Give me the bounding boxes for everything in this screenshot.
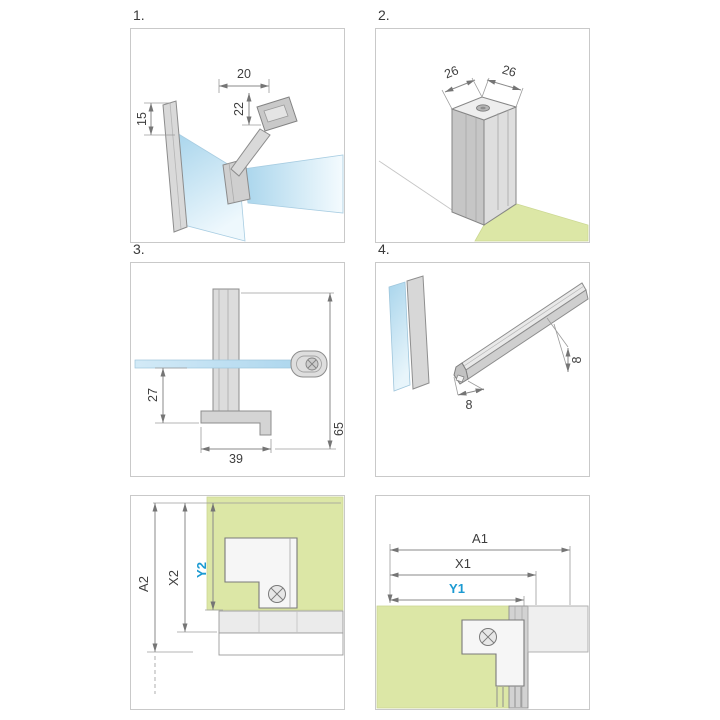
dim-height-label: 65	[332, 422, 344, 436]
dim-mid-label: X1	[455, 556, 471, 571]
dimension-labels: 27 39 65	[146, 388, 344, 466]
wall-section	[527, 605, 589, 653]
dimension-labels: 8 8	[466, 356, 584, 412]
dim-width-label: 26	[442, 63, 460, 81]
seal-strip	[453, 282, 589, 385]
dimension-lines	[387, 544, 571, 606]
plan-view-right-drawing: A1 X1 Y1	[376, 531, 589, 709]
dim-depth-label: 26	[500, 63, 517, 80]
dimension-labels: 20 22 15	[135, 67, 251, 126]
wall-and-glass	[388, 275, 430, 392]
dimension-lines	[155, 292, 336, 453]
dimension-labels: A1 X1 Y1	[449, 531, 488, 596]
wall-section	[218, 610, 344, 656]
dim-total-label: A2	[136, 576, 151, 592]
vertical-profile	[212, 288, 240, 412]
bracket-drawing: 27 39 65	[134, 288, 344, 466]
corner-profile-column	[450, 96, 518, 226]
panel-3: 27 39 65	[130, 262, 345, 477]
dimension-labels: 26 26	[442, 63, 517, 82]
seal-brush-hatch	[496, 687, 522, 707]
panel-2-number: 2.	[378, 7, 390, 23]
panel-4-number: 4.	[378, 241, 390, 257]
plan-view-left-drawing: A2 X2 Y2	[136, 496, 344, 694]
dim-width-label: 20	[237, 67, 251, 81]
dim-base-label: 39	[229, 452, 243, 466]
panel-2: 26 26	[375, 28, 590, 243]
dimension-lines	[147, 502, 341, 694]
dimension-labels: A2 X2 Y2	[136, 562, 209, 592]
glass-panels	[176, 132, 344, 242]
dimension-lines	[144, 79, 270, 136]
dim-mid-label: X2	[166, 570, 181, 586]
dim-inner-label: Y2	[194, 562, 209, 578]
bracket-parts	[134, 288, 328, 436]
corner-joint-drawing: 20 22 15	[135, 67, 344, 242]
panel-6: A1 X1 Y1	[375, 495, 590, 710]
dim-height-label: 15	[135, 112, 149, 126]
panel-5: A2 X2 Y2	[130, 495, 345, 710]
support-arm	[230, 128, 271, 177]
wall-profile	[162, 100, 188, 233]
seal-strip-drawing: 8 8	[388, 275, 589, 412]
seal-groove	[455, 374, 465, 383]
corner-profile-drawing: 26 26	[378, 63, 589, 242]
glass-strip	[134, 359, 296, 369]
profile-cross-section	[224, 537, 298, 609]
wall-profile	[406, 275, 430, 390]
glass-panel	[388, 281, 411, 392]
dim-total-label: A1	[472, 531, 488, 546]
wall-corner-line	[378, 160, 453, 211]
panel-1: 20 22 15	[130, 28, 345, 243]
dim-inner-label: Y1	[449, 581, 465, 596]
dimension-lines	[441, 77, 524, 110]
glass-panel-right	[242, 154, 344, 214]
profile-cross-section	[461, 619, 525, 707]
panel-4: 8 8	[375, 262, 590, 477]
dim-depth-label: 22	[232, 102, 246, 116]
dimension-lines	[453, 317, 571, 396]
dim-width-label: 8	[466, 398, 473, 412]
panel-3-number: 3.	[133, 241, 145, 257]
metal-parts	[162, 96, 298, 233]
panel-1-number: 1.	[133, 7, 145, 23]
dim-offset-label: 27	[146, 388, 160, 402]
dim-height-label: 8	[570, 356, 584, 363]
bracket-foot	[200, 410, 272, 436]
